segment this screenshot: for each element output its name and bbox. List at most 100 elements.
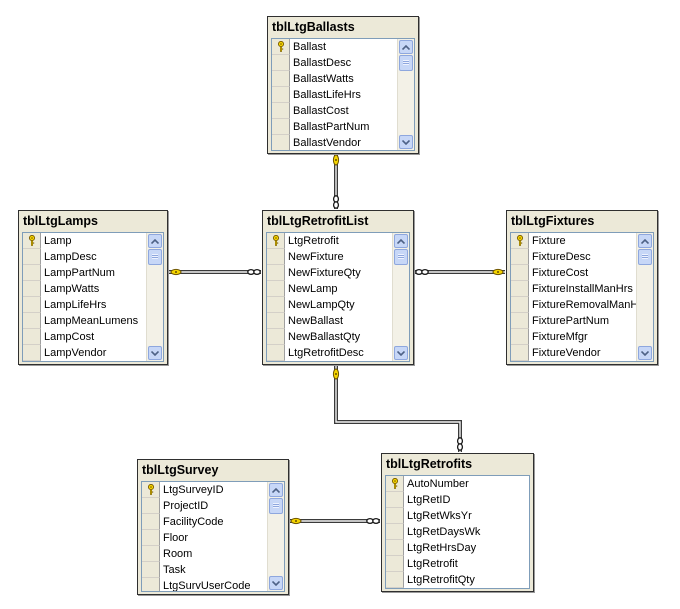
scroll-thumb[interactable] (638, 249, 652, 265)
field-row[interactable]: Fixture (511, 233, 653, 249)
row-selector[interactable] (267, 249, 285, 265)
scroll-down-icon[interactable] (269, 576, 283, 590)
scroll-up-icon[interactable] (638, 234, 652, 248)
row-selector[interactable] (267, 265, 285, 281)
vertical-scrollbar[interactable] (392, 233, 409, 361)
row-selector[interactable] (511, 265, 529, 281)
field-row[interactable]: FixtureVendor (511, 345, 653, 361)
row-selector[interactable] (272, 55, 290, 71)
field-row[interactable]: AutoNumber (386, 476, 529, 492)
row-selector[interactable] (23, 297, 41, 313)
field-row[interactable]: FixtureCost (511, 265, 653, 281)
row-selector[interactable] (511, 329, 529, 345)
row-selector[interactable] (23, 345, 41, 361)
key-icon[interactable] (386, 476, 404, 492)
field-row[interactable]: FixtureDesc (511, 249, 653, 265)
row-selector[interactable] (272, 87, 290, 103)
row-selector[interactable] (23, 265, 41, 281)
field-row[interactable]: LampCost (23, 329, 163, 345)
row-selector[interactable] (23, 281, 41, 297)
row-selector[interactable] (511, 345, 529, 361)
scroll-thumb[interactable] (148, 249, 162, 265)
field-row[interactable]: FixtureInstallManHrs (511, 281, 653, 297)
field-row[interactable]: LampMeanLumens (23, 313, 163, 329)
field-row[interactable]: BallastPartNum (272, 119, 414, 135)
field-row[interactable]: LtgRetrofit (267, 233, 409, 249)
row-selector[interactable] (23, 249, 41, 265)
field-row[interactable]: NewLamp (267, 281, 409, 297)
row-selector[interactable] (267, 297, 285, 313)
row-selector[interactable] (386, 540, 404, 556)
scroll-down-icon[interactable] (399, 135, 413, 149)
scroll-thumb[interactable] (394, 249, 408, 265)
vertical-scrollbar[interactable] (636, 233, 653, 361)
row-selector[interactable] (386, 572, 404, 588)
field-row[interactable]: BallastVendor (272, 135, 414, 150)
field-row[interactable]: LampLifeHrs (23, 297, 163, 313)
row-selector[interactable] (272, 135, 290, 150)
row-selector[interactable] (511, 249, 529, 265)
vertical-scrollbar[interactable] (267, 482, 284, 591)
vertical-scrollbar[interactable] (397, 39, 414, 150)
field-row[interactable]: LampWatts (23, 281, 163, 297)
field-row[interactable]: LampPartNum (23, 265, 163, 281)
field-row[interactable]: LtgRetDaysWk (386, 524, 529, 540)
row-selector[interactable] (272, 71, 290, 87)
key-icon[interactable] (142, 482, 160, 498)
scroll-up-icon[interactable] (394, 234, 408, 248)
row-selector[interactable] (511, 297, 529, 313)
scroll-up-icon[interactable] (399, 40, 413, 54)
scroll-thumb[interactable] (269, 498, 283, 514)
row-selector[interactable] (511, 281, 529, 297)
field-row[interactable]: BallastCost (272, 103, 414, 119)
row-selector[interactable] (142, 514, 160, 530)
vertical-scrollbar[interactable] (146, 233, 163, 361)
row-selector[interactable] (511, 313, 529, 329)
row-selector[interactable] (142, 546, 160, 562)
field-row[interactable]: LtgRetID (386, 492, 529, 508)
field-row[interactable]: Floor (142, 530, 284, 546)
field-row[interactable]: LtgRetWksYr (386, 508, 529, 524)
field-row[interactable]: LtgSurvUserCode (142, 578, 284, 591)
field-row[interactable]: Lamp (23, 233, 163, 249)
field-row[interactable]: Room (142, 546, 284, 562)
field-row[interactable]: BallastLifeHrs (272, 87, 414, 103)
field-row[interactable]: BallastWatts (272, 71, 414, 87)
row-selector[interactable] (386, 524, 404, 540)
row-selector[interactable] (267, 281, 285, 297)
row-selector[interactable] (272, 119, 290, 135)
field-row[interactable]: FacilityCode (142, 514, 284, 530)
field-row[interactable]: FixtureMfgr (511, 329, 653, 345)
row-selector[interactable] (142, 530, 160, 546)
row-selector[interactable] (142, 498, 160, 514)
field-row[interactable]: NewFixtureQty (267, 265, 409, 281)
field-row[interactable]: LampDesc (23, 249, 163, 265)
field-row[interactable]: NewBallastQty (267, 329, 409, 345)
row-selector[interactable] (142, 578, 160, 591)
field-row[interactable]: LampVendor (23, 345, 163, 361)
key-icon[interactable] (272, 39, 290, 55)
row-selector[interactable] (23, 313, 41, 329)
table-title[interactable]: tblLtgFixtures (511, 214, 595, 228)
field-row[interactable]: LtgRetHrsDay (386, 540, 529, 556)
table-title[interactable]: tblLtgSurvey (142, 463, 219, 477)
field-row[interactable]: ProjectID (142, 498, 284, 514)
table-title[interactable]: tblLtgRetrofits (386, 457, 473, 471)
scroll-up-icon[interactable] (269, 483, 283, 497)
field-row[interactable]: LtgRetrofitQty (386, 572, 529, 588)
key-icon[interactable] (267, 233, 285, 249)
table-title[interactable]: tblLtgBallasts (272, 20, 355, 34)
field-row[interactable]: NewLampQty (267, 297, 409, 313)
field-row[interactable]: LtgSurveyID (142, 482, 284, 498)
scroll-thumb[interactable] (399, 55, 413, 71)
scroll-up-icon[interactable] (148, 234, 162, 248)
row-selector[interactable] (386, 508, 404, 524)
